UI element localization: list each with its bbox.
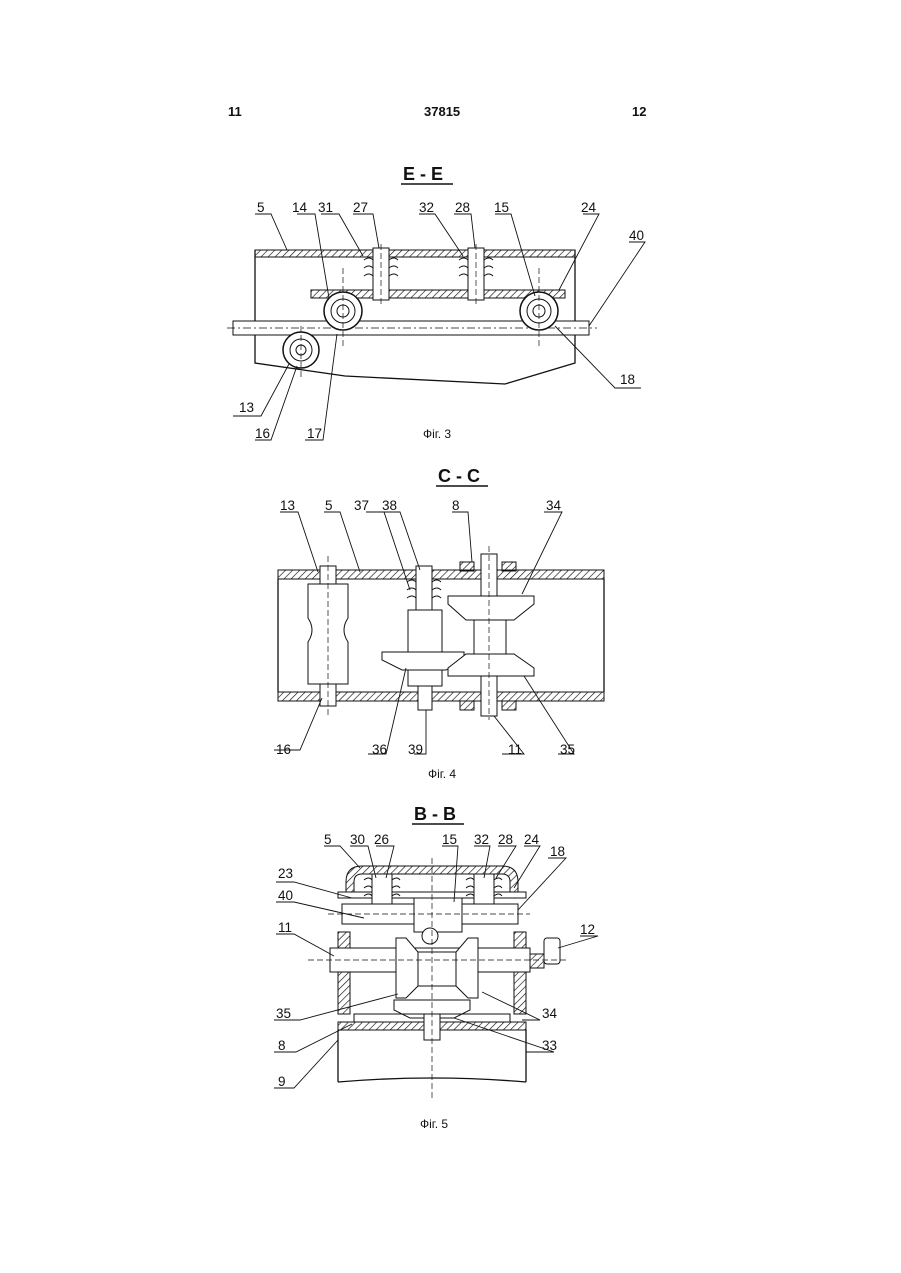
ref-label-36: 36 [372, 742, 387, 757]
figure-3-section-e-e: E - E [225, 158, 653, 448]
section-title: B - B [414, 804, 456, 824]
ref-label-16: 16 [255, 426, 270, 441]
page-number-left: 11 [228, 104, 242, 119]
ref-label-34: 34 [546, 498, 562, 513]
figure-caption: Фіг. 4 [428, 767, 456, 781]
ref-label-35: 35 [560, 742, 575, 757]
figure-caption: Фіг. 5 [420, 1117, 448, 1131]
ref-label-18: 18 [620, 372, 635, 387]
ref-label-28: 28 [455, 200, 470, 215]
figure-5-section-b-b: B - B 5 30 [268, 798, 613, 1136]
ref-label-26: 26 [374, 832, 389, 847]
ref-label-13: 13 [239, 400, 254, 415]
ref-label-12: 12 [580, 922, 595, 937]
section-title: E - E [403, 164, 443, 184]
ref-label-31: 31 [318, 200, 333, 215]
ref-label-5: 5 [324, 832, 332, 847]
ref-label-24: 24 [581, 200, 597, 215]
ref-label-27: 27 [353, 200, 368, 215]
ref-label-14: 14 [292, 200, 308, 215]
ref-label-18: 18 [550, 844, 565, 859]
ref-label-9: 9 [278, 1074, 286, 1089]
ref-label-11: 11 [508, 742, 522, 757]
ref-label-40: 40 [629, 228, 644, 243]
ref-label-13: 13 [280, 498, 295, 513]
ref-label-37: 37 [354, 498, 369, 513]
ref-label-8: 8 [452, 498, 460, 513]
ref-label-33: 33 [542, 1038, 557, 1053]
spring-shaft [382, 566, 464, 710]
ref-label-34: 34 [542, 1006, 558, 1021]
ref-label-17: 17 [307, 426, 322, 441]
page-number-right: 12 [632, 104, 646, 119]
ref-label-8: 8 [278, 1038, 286, 1053]
ref-label-40: 40 [278, 888, 293, 903]
ref-label-28: 28 [498, 832, 513, 847]
figure-caption: Фіг. 3 [423, 427, 451, 441]
ref-label-15: 15 [494, 200, 509, 215]
ref-label-5: 5 [257, 200, 265, 215]
ref-label-5: 5 [325, 498, 333, 513]
patent-number: 37815 [424, 104, 460, 119]
ref-label-23: 23 [278, 866, 293, 881]
ref-label-38: 38 [382, 498, 397, 513]
ref-label-11: 11 [278, 920, 292, 935]
ref-label-32: 32 [419, 200, 434, 215]
ref-label-24: 24 [524, 832, 540, 847]
housing-top-wall [255, 250, 575, 257]
figure-4-section-c-c: C - C 13 5 37 38 8 [268, 460, 613, 785]
adjust-screw-12 [530, 938, 560, 968]
ref-label-32: 32 [474, 832, 489, 847]
ref-label-15: 15 [442, 832, 457, 847]
ref-label-39: 39 [408, 742, 423, 757]
ref-label-30: 30 [350, 832, 365, 847]
ref-label-35: 35 [276, 1006, 291, 1021]
ref-label-16: 16 [276, 742, 291, 757]
section-title: C - C [438, 466, 480, 486]
